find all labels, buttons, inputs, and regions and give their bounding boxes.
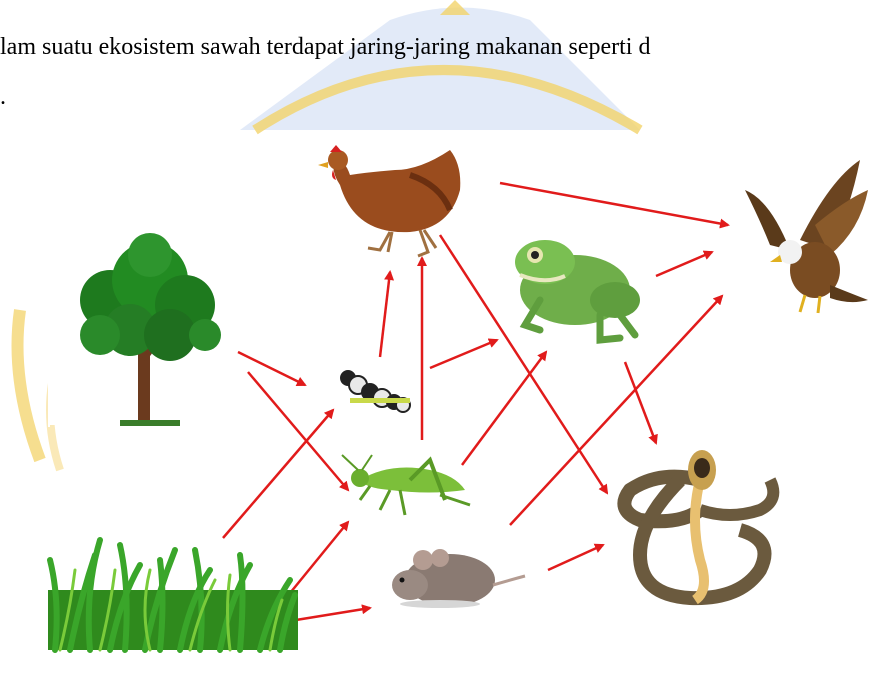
grass-icon (48, 540, 298, 650)
arrow-frog-to-eagle (656, 252, 712, 276)
frog-icon (515, 240, 640, 340)
arrow-tree-to-caterpillar (238, 352, 305, 385)
arrow-chicken-to-eagle (500, 183, 728, 225)
snake-icon (624, 450, 773, 600)
arrow-caterpillar-to-chicken (380, 272, 390, 357)
arrow-grass-to-mouse (296, 608, 370, 620)
arrow-tree-to-grasshopper (248, 372, 348, 490)
arrow-group (223, 183, 728, 620)
eagle-icon (738, 152, 868, 317)
grasshopper-icon (342, 455, 470, 515)
mouse-icon (392, 549, 525, 608)
caterpillar-icon (340, 370, 410, 412)
arrow-grass-to-grasshopper (286, 522, 348, 598)
arrow-caterpillar-to-frog (430, 340, 497, 368)
arrow-grass-to-caterpillar (223, 410, 333, 538)
arrow-grasshopper-to-frog (462, 352, 546, 465)
arrow-mouse-to-snake (548, 545, 603, 570)
